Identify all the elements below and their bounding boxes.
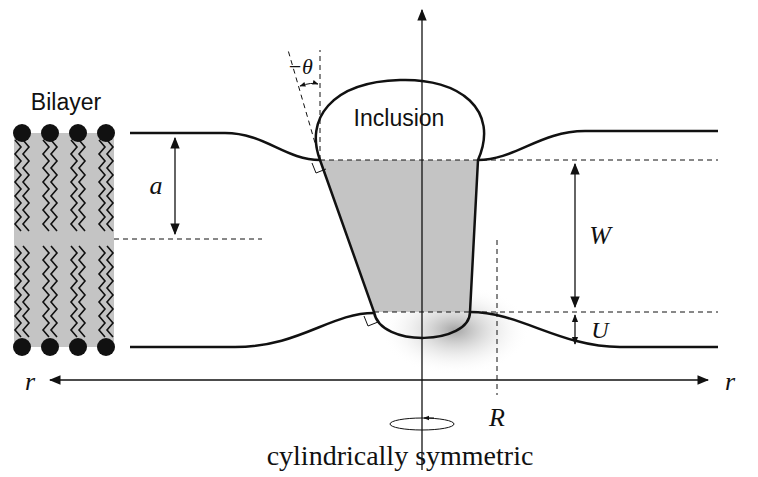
lipid-tail	[107, 246, 113, 337]
upper-surface	[130, 133, 320, 160]
lipid-tail	[71, 140, 77, 231]
radius-label: R	[487, 405, 507, 431]
dimension-arrow	[574, 164, 575, 307]
lipid-tail	[107, 140, 113, 231]
dimension-arrow	[574, 315, 575, 344]
lipid-head	[69, 338, 87, 356]
lipid-tail	[79, 140, 85, 231]
dimension-label: W	[587, 223, 613, 249]
axis-label: r	[723, 369, 737, 395]
radial-axis	[50, 379, 708, 380]
lipid-tail	[51, 246, 57, 337]
inclusion-label: Inclusion	[354, 105, 445, 132]
lipid-head	[97, 338, 115, 356]
lipid-tail	[43, 140, 49, 231]
lipid-head	[13, 338, 31, 356]
thickness-label: a	[148, 173, 165, 199]
lipid-head	[13, 124, 31, 142]
dimension-label: U	[589, 318, 610, 342]
symmetry-axis	[421, 10, 422, 470]
lipid-tail	[99, 246, 105, 337]
right-angle-mark	[312, 163, 326, 173]
lipid-tail	[23, 246, 29, 337]
lipid-tail	[15, 246, 21, 337]
lower-surface	[130, 313, 374, 347]
level-line	[374, 312, 718, 313]
radius-line	[497, 240, 498, 395]
angle-arrow	[300, 83, 318, 86]
lipid-tails	[15, 140, 113, 337]
axis-label: r	[23, 369, 37, 395]
inclusion-core	[320, 160, 478, 312]
lipid-tail	[23, 140, 29, 231]
lipid-tail	[43, 246, 49, 337]
caption-text: cylindrically symmetric	[265, 442, 536, 470]
dimension-arrow	[174, 138, 175, 234]
right-angle-mark	[364, 316, 378, 326]
level-line	[320, 160, 718, 161]
lipid-tail	[15, 140, 21, 231]
lipid-head	[69, 124, 87, 142]
midplane-line	[114, 239, 262, 240]
inclusion-label-box: Inclusion	[326, 88, 472, 148]
lipid-tail	[71, 246, 77, 337]
lipid-tail	[79, 246, 85, 337]
rotation-symbol	[390, 418, 454, 430]
inclusion-outline	[316, 80, 484, 338]
upper-surface	[478, 131, 718, 160]
bilayer-label: Bilayer	[29, 91, 103, 114]
lower-surface	[470, 312, 718, 347]
lipid-heads	[13, 124, 115, 356]
lipid-head	[41, 338, 59, 356]
rotation-arrow	[424, 418, 434, 419]
lipid-block	[14, 133, 114, 347]
lipid-head	[41, 124, 59, 142]
lipid-head	[97, 124, 115, 142]
angle-label: −θ	[285, 56, 315, 78]
lipid-tail	[99, 140, 105, 231]
angle-ref-line	[320, 50, 321, 160]
lipid-tail	[51, 140, 57, 231]
